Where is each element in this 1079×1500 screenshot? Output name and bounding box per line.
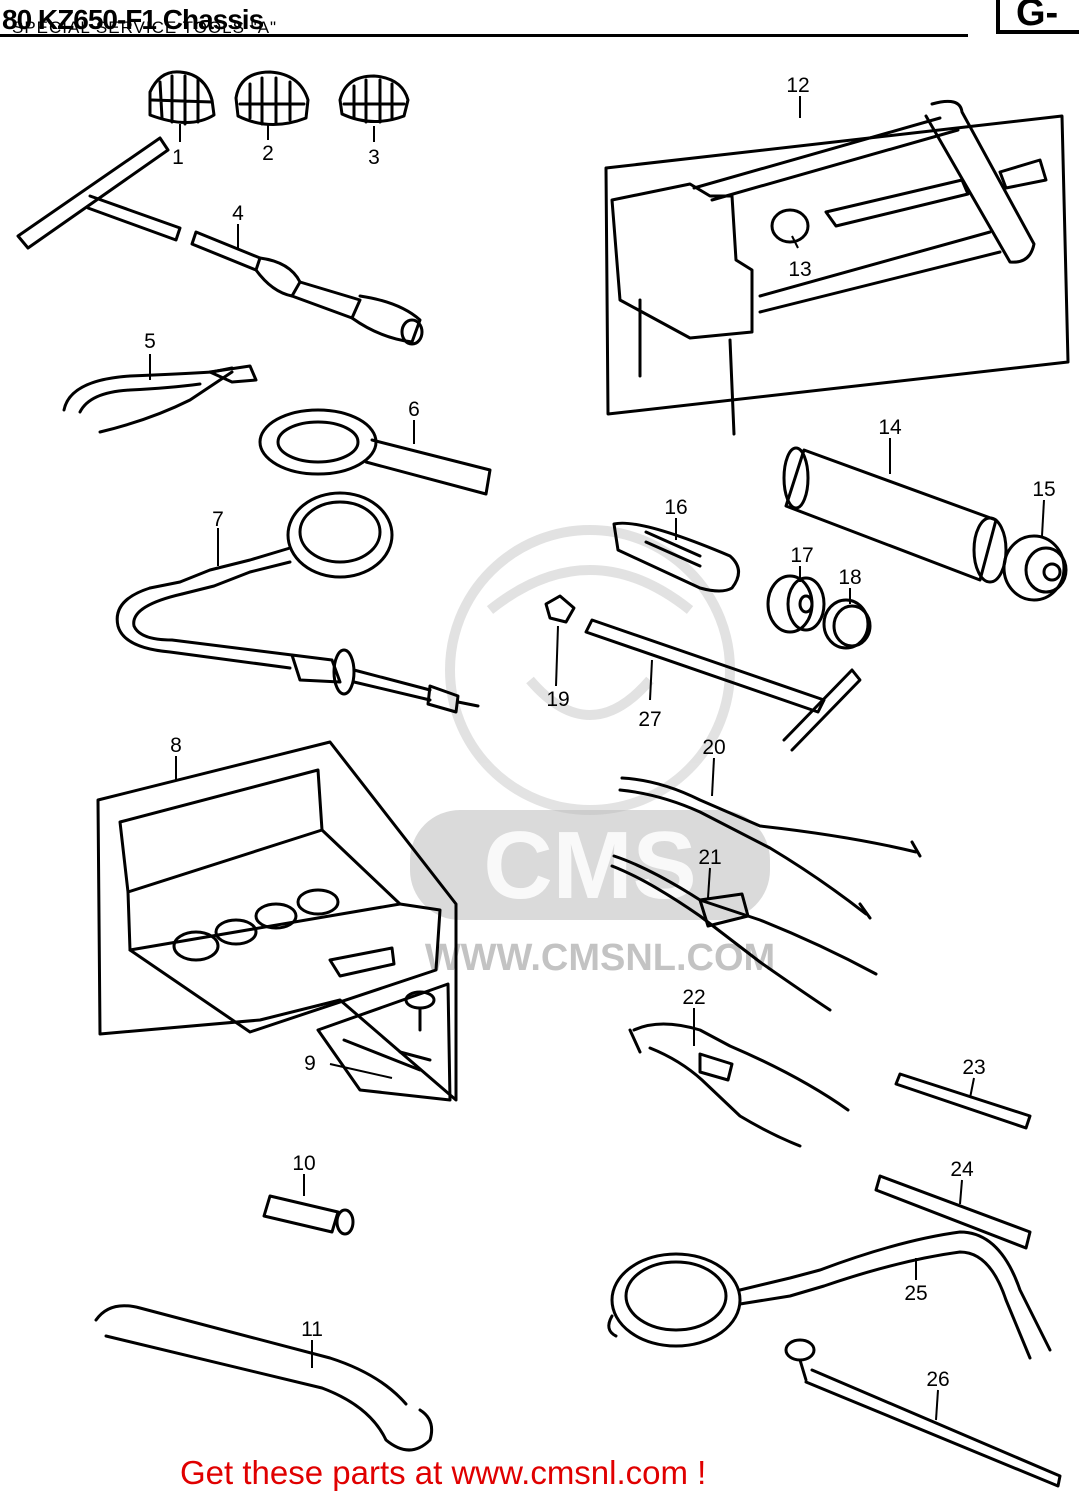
callout-1: 1 <box>172 146 184 169</box>
callout-8: 8 <box>170 734 182 757</box>
header-rule <box>0 34 968 37</box>
punch-23 <box>894 1072 1032 1130</box>
bearing-cone-3 <box>338 74 410 124</box>
bearing-cap-15 <box>1002 534 1068 602</box>
bearing-cone-2 <box>234 70 310 127</box>
callout-3: 3 <box>368 146 380 169</box>
collar-18 <box>822 598 872 650</box>
callout-21: 21 <box>698 846 721 869</box>
callout-5: 5 <box>144 330 156 353</box>
callout-19: 19 <box>546 688 569 711</box>
callout-12: 12 <box>786 74 809 97</box>
section-subtitle: SPECIAL SERVICE TOOLS "A" <box>12 18 278 37</box>
callout-22: 22 <box>682 986 705 1009</box>
small-tool-9 <box>316 982 452 1102</box>
sleeve-10 <box>262 1194 355 1236</box>
bearing-cone-1 <box>148 70 216 126</box>
gauge-26 <box>784 1338 1062 1488</box>
tool-kit-box-8 <box>96 740 458 1102</box>
callout-11: 11 <box>301 1318 323 1341</box>
section-code-box <box>996 0 1079 34</box>
get-parts-link[interactable]: Get these parts at www.cmsnl.com ! <box>180 1454 707 1491</box>
callout-13: 13 <box>788 258 811 281</box>
callout-2: 2 <box>262 142 274 165</box>
callout-9: 9 <box>304 1052 316 1075</box>
callout-16: 16 <box>664 496 687 519</box>
circlip-pliers-20 <box>618 776 922 920</box>
callout-10: 10 <box>292 1152 315 1175</box>
callout-4: 4 <box>232 202 244 225</box>
callout-14: 14 <box>878 416 902 439</box>
pressure-gauge-25 <box>607 1230 1052 1360</box>
callout-7: 7 <box>212 508 224 531</box>
pilot-19 <box>544 594 576 624</box>
callout-27: 27 <box>638 708 661 731</box>
nippers-5 <box>62 364 258 434</box>
compression-gauge-7 <box>115 491 480 714</box>
callout-15: 15 <box>1032 478 1055 501</box>
hook-spanner-11 <box>94 1304 434 1452</box>
callout-18: 18 <box>838 566 861 589</box>
tube-14 <box>782 446 1008 584</box>
ring-spanner-6 <box>258 408 492 496</box>
bearing-puller-12 <box>604 99 1070 436</box>
pliers-22 <box>628 1022 850 1148</box>
collar-17 <box>766 574 826 634</box>
driver-16 <box>612 521 740 593</box>
callout-23: 23 <box>962 1056 985 1079</box>
callout-24: 24 <box>950 1158 974 1181</box>
t-handle-rod-27 <box>584 618 862 752</box>
t-handle-socket-4 <box>16 136 424 346</box>
rod-24 <box>874 1174 1032 1250</box>
callout-20: 20 <box>702 736 725 759</box>
callout-17: 17 <box>790 544 813 567</box>
page-title: 80 KZ650-F1 Chassis <box>2 4 264 35</box>
circlip-pliers-21 <box>610 854 878 1012</box>
callout-26: 26 <box>926 1368 949 1391</box>
callout-6: 6 <box>408 398 420 421</box>
callout-25: 25 <box>904 1282 927 1305</box>
section-code: G- <box>1016 0 1059 34</box>
